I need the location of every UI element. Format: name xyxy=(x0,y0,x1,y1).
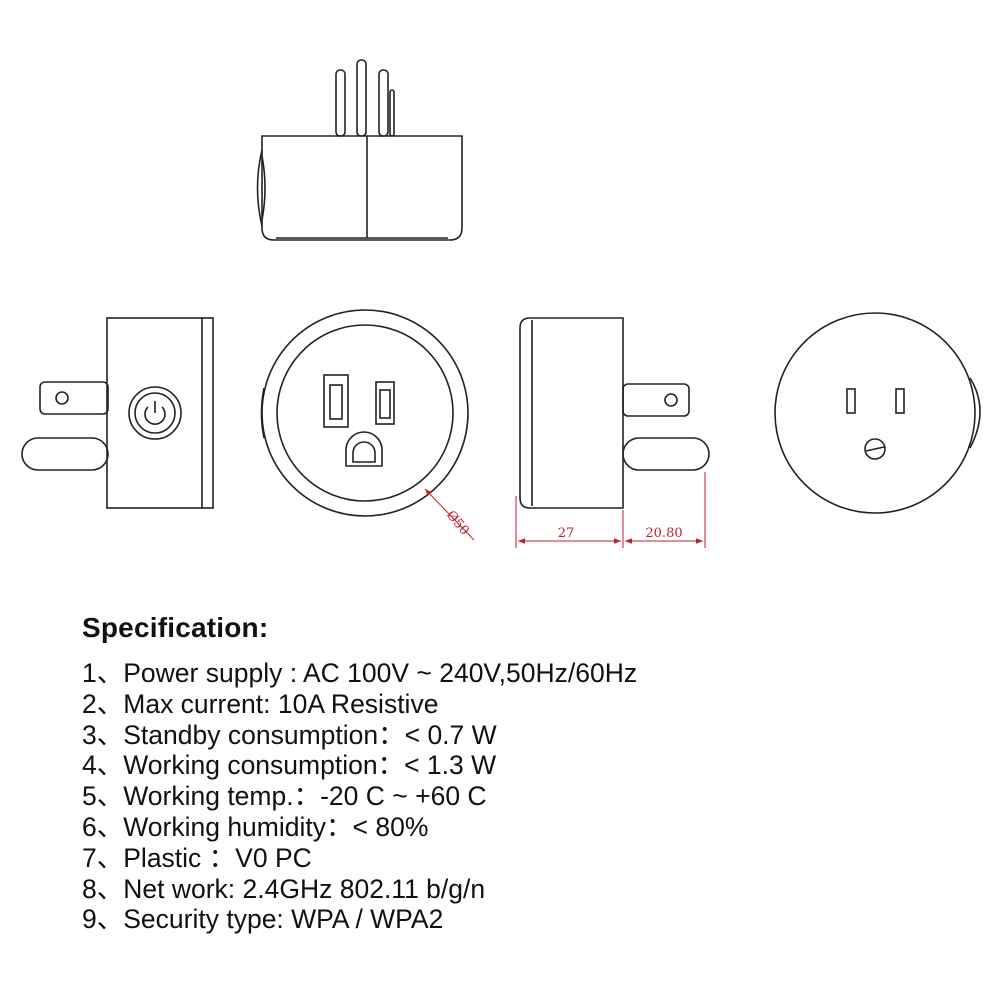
dimension-diameter: Ø50 xyxy=(424,488,475,541)
back-view xyxy=(774,312,981,514)
spec-item: 4、Working consumption：< 1.3 W xyxy=(82,750,637,781)
spec-item-number: 4、 xyxy=(82,750,124,781)
side-view-plain xyxy=(519,317,710,509)
spec-item: 5、Working temp.：-20 C ~ +60 C xyxy=(82,781,637,812)
outlet-slot-right xyxy=(375,381,395,425)
spec-item: 7、Plastic ：V0 PC xyxy=(82,843,637,874)
spec-item-text: Working consumption：< 1.3 W xyxy=(123,750,497,781)
spec-item-number: 7、 xyxy=(82,842,124,873)
outlet-ground-hole xyxy=(345,431,383,467)
power-button-icon xyxy=(128,386,182,440)
spec-item-text: Security type: WPA / WPA2 xyxy=(123,904,444,935)
spec-item: 9、Security type: WPA / WPA2 xyxy=(82,904,637,935)
specification-list: 1、Power supply : AC 100V ~ 240V,50Hz/60H… xyxy=(82,658,637,935)
specification-title: Specification: xyxy=(82,612,269,643)
spec-item-text: Working humidity：< 80% xyxy=(123,811,429,842)
spec-item-text: Standby consumption：< 0.7 W xyxy=(123,719,497,750)
spec-item-number: 2、 xyxy=(82,688,124,719)
spec-item-text: Net work: 2.4GHz 802.11 b/g/n xyxy=(123,873,486,904)
spec-item-text: Max current: 10A Resistive xyxy=(123,688,439,719)
dimension-depth-label: 27 xyxy=(558,526,575,541)
top-view-body xyxy=(261,135,463,241)
dimension-depth xyxy=(515,472,706,548)
spec-item: 2、Max current: 10A Resistive xyxy=(82,689,637,720)
front-view-outlet xyxy=(260,309,469,517)
spec-item-text: Power supply : AC 100V ~ 240V,50Hz/60Hz xyxy=(123,658,638,688)
spec-item: 3、Standby consumption：< 0.7 W xyxy=(82,720,637,751)
spec-item: 8、Net work: 2.4GHz 802.11 b/g/n xyxy=(82,874,637,905)
plug-technical-drawing: Ø50 27 20.80 xyxy=(21,59,981,548)
spec-item-number: 9、 xyxy=(82,904,124,935)
spec-item: 1、Power supply : AC 100V ~ 240V,50Hz/60H… xyxy=(82,658,637,689)
spec-item-text: Plastic ：V0 PC xyxy=(123,842,312,873)
spec-item-number: 3、 xyxy=(82,719,124,750)
spec-item-text: Working temp.：-20 C ~ +60 C xyxy=(123,781,487,812)
spec-item-number: 1、 xyxy=(82,658,124,688)
side-view-button xyxy=(21,317,214,509)
spec-item-number: 8、 xyxy=(82,873,124,904)
spec-item: 6、Working humidity：< 80% xyxy=(82,812,637,843)
outlet-slot-left xyxy=(323,374,349,428)
spec-item-number: 6、 xyxy=(82,811,124,842)
top-view-prongs xyxy=(335,59,395,137)
dimension-prong-label: 20.80 xyxy=(645,526,682,541)
top-view xyxy=(256,59,463,241)
spec-item-number: 5、 xyxy=(82,781,124,812)
specification-section: Specification: 1、Power supply : AC 100V … xyxy=(82,612,637,935)
